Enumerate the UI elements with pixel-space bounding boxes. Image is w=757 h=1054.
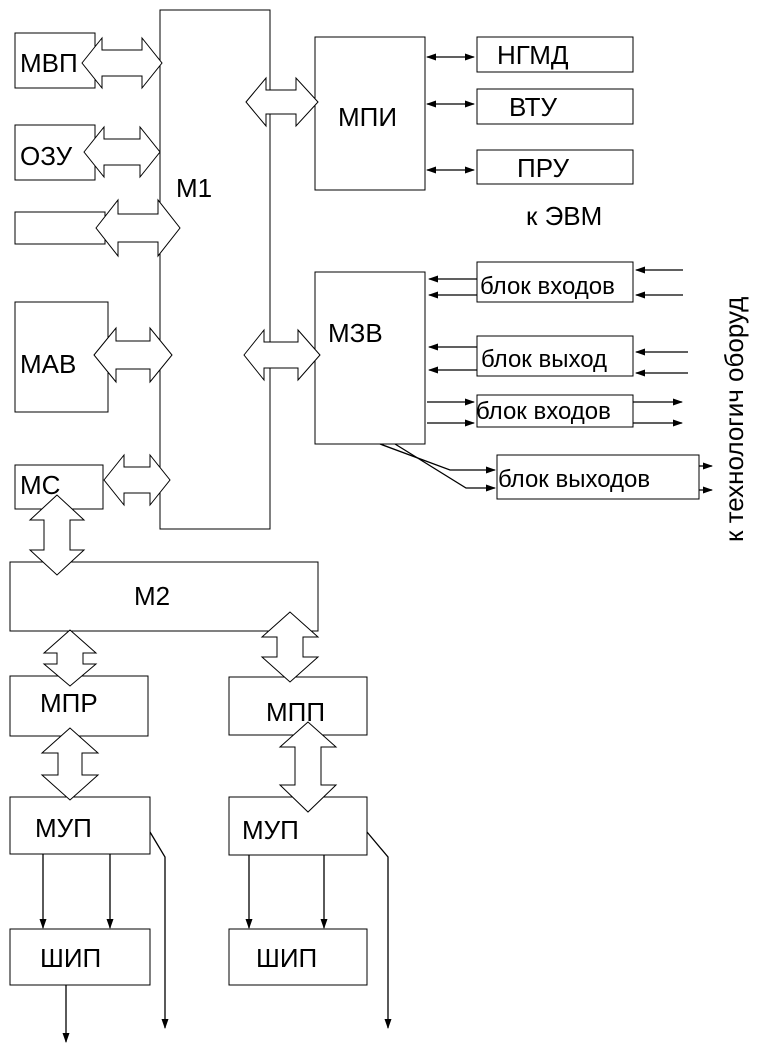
ship1-label: ШИП xyxy=(40,943,101,973)
ozu-m1-arrow xyxy=(83,125,161,179)
input-block-2 xyxy=(476,394,634,428)
mvp-block xyxy=(14,32,96,89)
input-block-2-label: блок входов xyxy=(476,398,611,425)
m2-label: М2 xyxy=(134,581,170,611)
mpp-mup2-arrow xyxy=(278,721,338,813)
mpi-label: МПИ xyxy=(338,102,397,132)
mup2-out-link xyxy=(366,831,392,1029)
ms-m2-arrow xyxy=(28,494,86,576)
m1-mzv-arrow xyxy=(243,328,321,382)
vtu-block xyxy=(476,88,634,125)
mzv-out2-link-a xyxy=(379,443,496,474)
ms-label: МС xyxy=(20,470,60,500)
to-equipment-note: к технологич оборуд xyxy=(719,297,749,542)
to-computer-note: к ЭВМ xyxy=(526,201,602,231)
mvp-m1-arrow xyxy=(81,36,163,90)
pru-label: ПРУ xyxy=(517,153,569,183)
ngmd-label: НГМД xyxy=(497,40,569,70)
ship1-block xyxy=(9,928,151,986)
m2-bus xyxy=(9,561,319,632)
output-block-1-label: блок выход xyxy=(481,346,607,373)
m2-mpr-arrow xyxy=(42,629,98,687)
output-block-2 xyxy=(496,454,700,500)
input-block-1-label: блок входов xyxy=(480,273,615,300)
output-block-2-label: блок выходов xyxy=(498,466,650,493)
unnamed-m1-arrow xyxy=(95,198,181,258)
m2-mpp-arrow xyxy=(260,611,320,683)
ozu-block xyxy=(14,124,96,181)
output-block-1 xyxy=(476,335,634,377)
ms-m1-arrow xyxy=(103,453,171,507)
mup1-out-link xyxy=(149,831,169,1029)
ozu-label: ОЗУ xyxy=(20,141,73,171)
ngmd-block xyxy=(476,36,634,73)
mpp-block xyxy=(228,676,368,736)
unnamed-block xyxy=(14,211,106,245)
input-block-1 xyxy=(476,261,634,303)
mzv-label: МЗВ xyxy=(328,318,383,348)
pru-block xyxy=(476,149,634,185)
mzv-block xyxy=(314,271,426,445)
mvp-label: МВП xyxy=(20,48,78,78)
mav-block xyxy=(14,301,109,413)
mup1-block xyxy=(9,796,151,855)
m1-bus xyxy=(159,9,271,530)
mpp-label: МПП xyxy=(266,697,325,727)
mpr-label: МПР xyxy=(40,688,98,718)
mup1-label: МУП xyxy=(35,813,92,843)
m1-mpi-arrow xyxy=(245,76,319,128)
mpr-mup1-arrow xyxy=(40,727,100,801)
ship2-block xyxy=(228,928,368,986)
mzv-out2-link-b xyxy=(394,443,496,492)
m1-label: М1 xyxy=(176,173,212,203)
vtu-label: ВТУ xyxy=(509,92,557,122)
mpr-block xyxy=(9,675,149,737)
mup2-block xyxy=(228,796,368,856)
mpi-block xyxy=(314,36,426,191)
ship2-label: ШИП xyxy=(256,943,317,973)
mup2-label: МУП xyxy=(242,815,299,845)
mav-m1-arrow xyxy=(93,326,173,384)
mav-label: МАВ xyxy=(20,349,76,379)
